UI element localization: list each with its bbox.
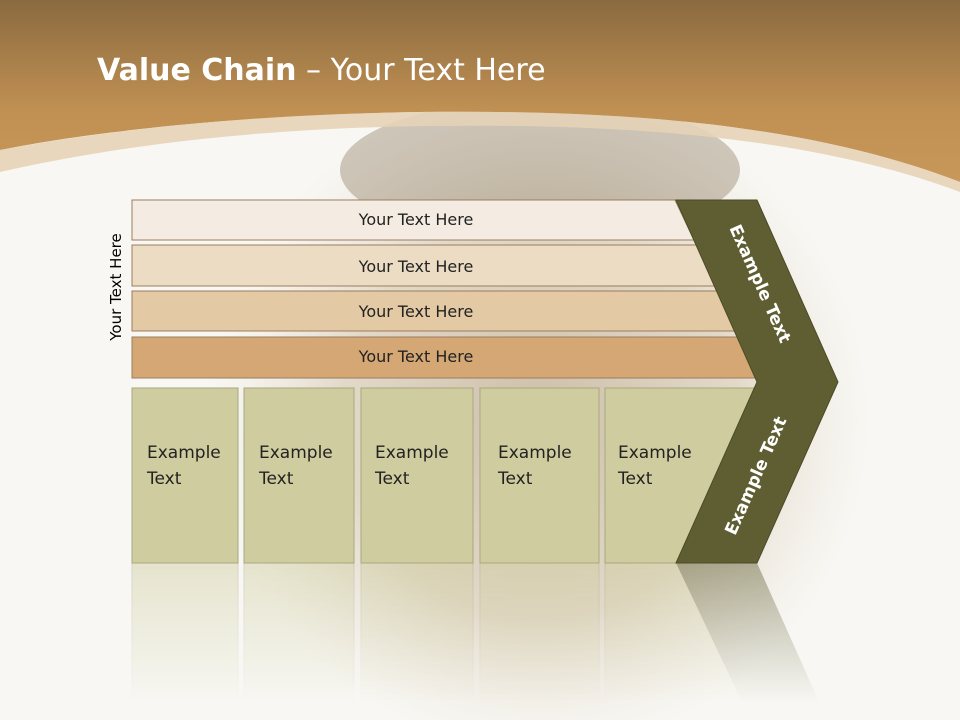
box-1-line1: Example — [147, 443, 221, 463]
slide-title: Value Chain – Your Text Here — [97, 53, 546, 88]
box-4 — [479, 387, 600, 564]
reflection — [131, 562, 828, 720]
box-1 — [131, 387, 239, 564]
box-2-line1: Example — [259, 443, 333, 463]
title-bold: Value Chain — [97, 53, 297, 88]
bar-1-label: Your Text Here — [358, 210, 474, 229]
bar-2-label: Your Text Here — [358, 257, 474, 276]
box-5-line1: Example — [618, 443, 692, 463]
box-5-line2: Text — [617, 469, 653, 489]
box-1-line2: Text — [146, 469, 182, 489]
box-2 — [243, 387, 355, 564]
box-3-line1: Example — [375, 443, 449, 463]
box-4-line1: Example — [498, 443, 572, 463]
box-3 — [360, 387, 474, 564]
title-rest: – Your Text Here — [296, 53, 546, 88]
header-swoosh — [0, 111, 960, 192]
bar-4-label: Your Text Here — [358, 347, 474, 366]
header-band — [0, 0, 960, 182]
box-4-line2: Text — [497, 469, 533, 489]
bar-group: Your Text Here Your Text Here Your Text … — [131, 199, 763, 379]
bar-3-label: Your Text Here — [358, 302, 474, 321]
box-3-line2: Text — [374, 469, 410, 489]
box-group: Example Text Example Text Example Text E… — [131, 387, 763, 564]
box-2-line2: Text — [258, 469, 294, 489]
chevron-arrow — [675, 199, 839, 564]
